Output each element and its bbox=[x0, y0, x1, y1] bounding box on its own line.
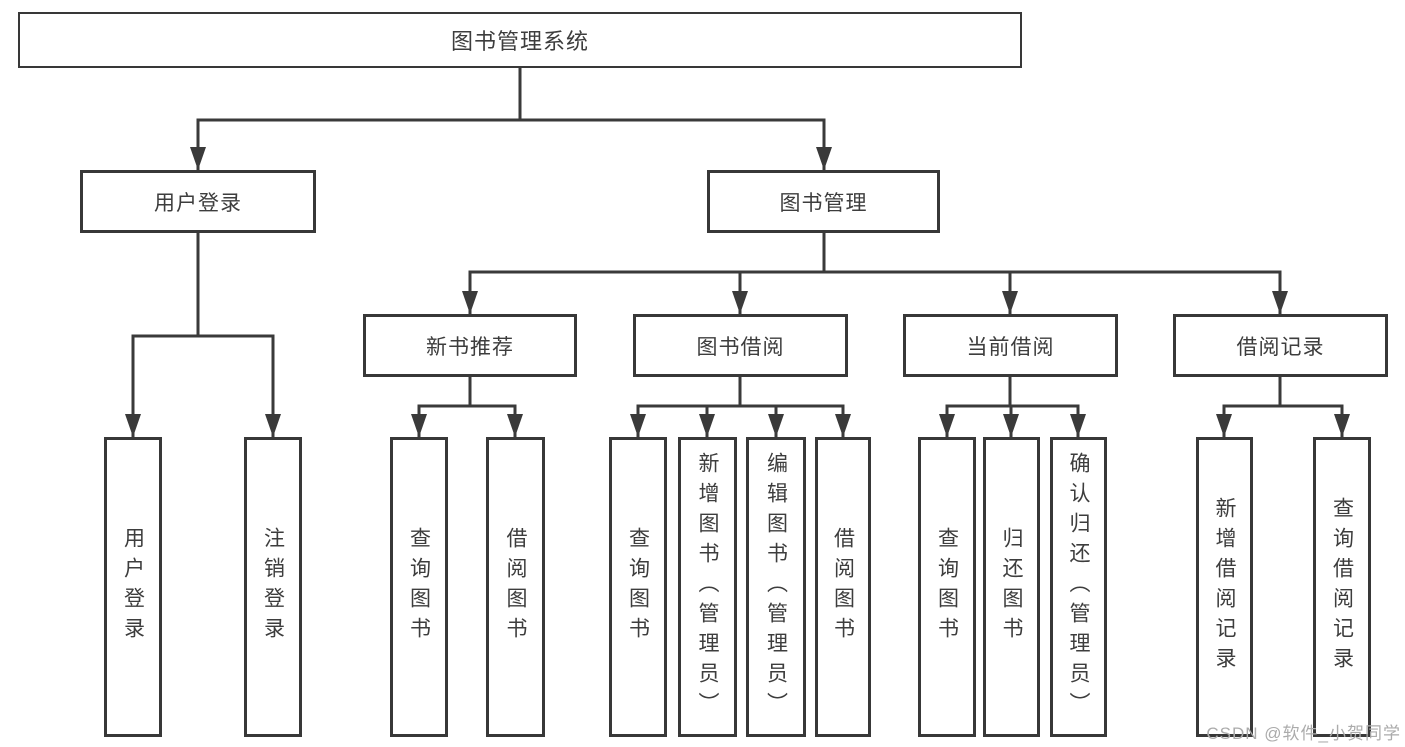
leaf-query-borrow-record: 查询借阅记录 bbox=[1313, 437, 1371, 737]
node-borrow-records-label: 借阅记录 bbox=[1236, 335, 1325, 359]
leaf-query-books-3: 查询图书 bbox=[918, 437, 976, 737]
leaf-confirm-return-admin-label: 确认归还（管理员） bbox=[1067, 452, 1090, 722]
leaf-borrow-books-1: 借阅图书 bbox=[486, 437, 545, 737]
leaf-user-login: 用户登录 bbox=[104, 437, 162, 737]
node-borrow-records: 借阅记录 bbox=[1173, 314, 1388, 377]
node-book-borrow-label: 图书借阅 bbox=[696, 335, 785, 359]
node-current-borrow-label: 当前借阅 bbox=[966, 335, 1055, 359]
leaf-query-books-2: 查询图书 bbox=[609, 437, 667, 737]
leaf-query-books-1-label: 查询图书 bbox=[407, 527, 431, 647]
leaf-borrow-books-1-label: 借阅图书 bbox=[504, 527, 527, 647]
leaf-return-books-label: 归还图书 bbox=[1000, 527, 1023, 647]
leaf-return-books: 归还图书 bbox=[983, 437, 1040, 737]
node-new-book-recommend: 新书推荐 bbox=[363, 314, 577, 377]
node-book-management-label: 图书管理 bbox=[779, 191, 868, 215]
node-user-login: 用户登录 bbox=[80, 170, 316, 233]
leaf-logout-label: 注销登录 bbox=[261, 527, 285, 647]
node-user-login-label: 用户登录 bbox=[154, 191, 242, 215]
leaf-add-borrow-record-label: 新增借阅记录 bbox=[1213, 497, 1236, 677]
node-current-borrow: 当前借阅 bbox=[903, 314, 1118, 377]
node-library-management-system: 图书管理系统 bbox=[18, 12, 1022, 68]
node-library-management-system-label: 图书管理系统 bbox=[450, 29, 589, 54]
leaf-edit-books-admin-label: 编辑图书（管理员） bbox=[764, 452, 788, 722]
leaf-query-books-3-label: 查询图书 bbox=[935, 527, 959, 647]
leaf-user-login-label: 用户登录 bbox=[121, 527, 145, 647]
leaf-borrow-books-2-label: 借阅图书 bbox=[831, 527, 855, 647]
leaf-add-books-admin-label: 新增图书（管理员） bbox=[696, 452, 719, 722]
leaf-add-borrow-record: 新增借阅记录 bbox=[1196, 437, 1253, 737]
leaf-query-borrow-record-label: 查询借阅记录 bbox=[1330, 497, 1354, 677]
leaf-edit-books-admin: 编辑图书（管理员） bbox=[746, 437, 806, 737]
node-book-management: 图书管理 bbox=[707, 170, 940, 233]
leaf-query-books-1: 查询图书 bbox=[390, 437, 448, 737]
leaf-borrow-books-2: 借阅图书 bbox=[815, 437, 871, 737]
leaf-logout: 注销登录 bbox=[244, 437, 302, 737]
node-book-borrow: 图书借阅 bbox=[633, 314, 848, 377]
leaf-add-books-admin: 新增图书（管理员） bbox=[678, 437, 737, 737]
leaf-confirm-return-admin: 确认归还（管理员） bbox=[1050, 437, 1107, 737]
node-new-book-recommend-label: 新书推荐 bbox=[426, 335, 514, 359]
leaf-query-books-2-label: 查询图书 bbox=[626, 527, 650, 647]
csdn-watermark: CSDN @软件_小贺同学 bbox=[1206, 724, 1401, 743]
